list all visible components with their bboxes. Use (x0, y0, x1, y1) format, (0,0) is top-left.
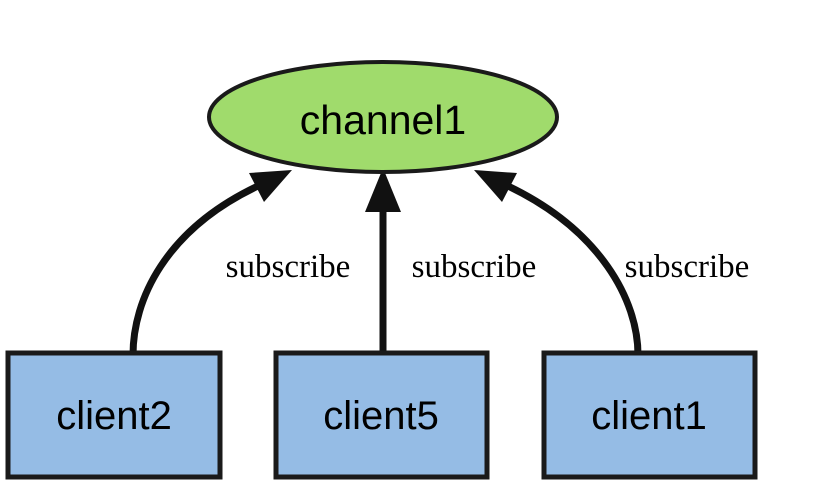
node-channel1[interactable]: channel1 (207, 60, 559, 174)
edge-client5-channel1[interactable] (365, 168, 401, 355)
channel1-label: channel1 (300, 97, 466, 143)
node-client2[interactable]: client2 (5, 350, 223, 480)
edge-label-client2: subscribe (226, 249, 351, 285)
edge-label-group: subscribe subscribe subscribe (226, 249, 750, 285)
client5-rect-shape (273, 350, 490, 480)
edge-client2-channel1-line (129, 182, 262, 359)
edge-client2-channel1-arrowhead (249, 170, 292, 202)
edge-client1-channel1-line (504, 182, 642, 359)
edge-client1-channel1-arrowhead (474, 170, 517, 202)
client5-label: client5 (323, 394, 439, 438)
edge-group (129, 168, 642, 359)
edge-label-client1: subscribe (625, 249, 750, 285)
edge-client1-channel1[interactable] (474, 170, 642, 359)
client2-rect-shape (5, 350, 223, 480)
client2-label: client2 (56, 394, 172, 438)
client1-label: client1 (591, 394, 707, 438)
client1-rect-shape (541, 350, 758, 480)
node-client1[interactable]: client1 (541, 350, 758, 480)
edge-client2-channel1[interactable] (129, 170, 292, 359)
edge-label-client5: subscribe (412, 249, 537, 285)
node-client5[interactable]: client5 (273, 350, 490, 480)
channel1-ellipse-shape (207, 60, 559, 174)
edge-client5-channel1-arrowhead (365, 168, 401, 212)
